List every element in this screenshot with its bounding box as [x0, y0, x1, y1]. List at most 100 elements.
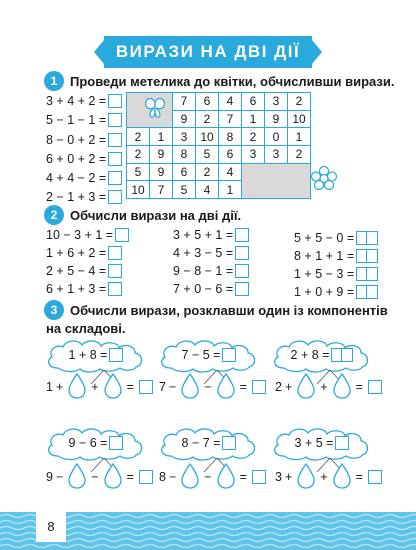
- grid-cell[interactable]: 10: [126, 180, 150, 200]
- grid-cell[interactable]: 3: [264, 92, 288, 111]
- grid-cell[interactable]: 2: [126, 127, 150, 147]
- answer-box[interactable]: [367, 380, 382, 394]
- grid-cell[interactable]: 2: [126, 145, 150, 164]
- grid-cell[interactable]: [126, 92, 150, 111]
- grid-cell[interactable]: 9: [149, 145, 173, 164]
- drop-answer-field[interactable]: [297, 462, 315, 492]
- drop-answer-field[interactable]: [332, 462, 351, 492]
- grid-cell[interactable]: 5: [195, 145, 219, 164]
- answer-box[interactable]: [222, 436, 237, 450]
- grid-cell[interactable]: 2: [195, 162, 219, 182]
- grid-cell[interactable]: [241, 162, 265, 181]
- page-title-banner: вирази на дві дії: [94, 36, 322, 68]
- grid-cell[interactable]: 0: [264, 127, 288, 147]
- grid-cell[interactable]: 5: [126, 162, 150, 182]
- grid-cell[interactable]: [264, 162, 288, 181]
- grid-cell[interactable]: 6: [218, 145, 242, 164]
- answer-box[interactable]: [108, 190, 123, 205]
- drop-answer-field[interactable]: [68, 462, 86, 492]
- answer-box[interactable]: [109, 348, 124, 362]
- grid-cell[interactable]: 2: [195, 109, 219, 129]
- grid-cell[interactable]: 8: [172, 145, 196, 164]
- answer-box[interactable]: [331, 348, 354, 362]
- grid-cell[interactable]: 7: [172, 92, 196, 111]
- grid-cell[interactable]: [287, 162, 311, 181]
- cloud-expression-text: 3 + 5 =: [294, 436, 334, 450]
- grid-cell[interactable]: 4: [195, 180, 219, 200]
- answer-box[interactable]: [108, 264, 123, 278]
- grid-cell[interactable]: 4: [218, 92, 242, 111]
- drop-answer-field[interactable]: [181, 372, 199, 402]
- answer-box[interactable]: [235, 264, 250, 278]
- answer-box[interactable]: [108, 171, 123, 186]
- expression-row: 8 − 0 + 2 =: [46, 131, 123, 149]
- drop-answer-field[interactable]: [103, 462, 122, 492]
- answer-box[interactable]: [138, 380, 153, 394]
- drop-answer-field[interactable]: [216, 462, 235, 492]
- operator: +: [91, 380, 99, 394]
- grid-cell[interactable]: 10: [195, 127, 219, 147]
- two-digit-answer-box[interactable]: [356, 231, 379, 245]
- answer-box[interactable]: [251, 380, 266, 394]
- grid-cell[interactable]: 9: [172, 109, 196, 129]
- grid-cell[interactable]: 1: [149, 127, 173, 147]
- wave-line: [0, 537, 416, 543]
- answer-box[interactable]: [115, 228, 130, 242]
- equals-sign: =: [355, 470, 363, 484]
- answer-box[interactable]: [235, 228, 250, 242]
- grid-cell[interactable]: [126, 110, 150, 129]
- wave-line: [0, 519, 416, 525]
- grid-cell[interactable]: [241, 180, 265, 200]
- grid-cell[interactable]: 2: [241, 127, 265, 147]
- grid-cell[interactable]: [264, 180, 288, 200]
- grid-cell[interactable]: 1: [287, 127, 311, 147]
- expression-row: 8 + 1 + 1 =: [294, 247, 379, 265]
- grid-cell[interactable]: 9: [264, 109, 288, 129]
- drop-answer-field[interactable]: [68, 372, 86, 402]
- grid-cell[interactable]: [287, 180, 311, 200]
- drop-answer-field[interactable]: [181, 462, 199, 492]
- grid-cell[interactable]: 8: [218, 127, 242, 147]
- expression-text: 5 + 5 − 0 =: [294, 231, 355, 245]
- two-digit-answer-box[interactable]: [356, 249, 379, 263]
- answer-box[interactable]: [108, 132, 123, 147]
- grid-cell[interactable]: 2: [287, 92, 311, 111]
- answer-box[interactable]: [235, 246, 250, 260]
- decomposition-row: 7−−=: [159, 372, 266, 402]
- grid-cell[interactable]: 2: [287, 145, 311, 164]
- answer-box[interactable]: [108, 94, 123, 108]
- answer-box[interactable]: [109, 436, 124, 450]
- grid-cell[interactable]: 6: [195, 92, 219, 111]
- grid-cell[interactable]: 6: [241, 92, 265, 111]
- answer-box[interactable]: [108, 246, 123, 260]
- expression-row: 1 + 5 − 3 =: [294, 265, 379, 283]
- drop-answer-field[interactable]: [103, 372, 122, 402]
- drop-answer-field[interactable]: [297, 372, 315, 402]
- answer-box[interactable]: [108, 151, 123, 166]
- answer-box[interactable]: [108, 113, 123, 128]
- grid-cell[interactable]: 4: [218, 162, 242, 182]
- grid-cell[interactable]: 1: [218, 180, 242, 200]
- grid-cell[interactable]: 7: [149, 180, 173, 200]
- grid-cell[interactable]: 5: [172, 180, 196, 200]
- grid-cell[interactable]: 9: [149, 162, 173, 182]
- answer-box[interactable]: [235, 282, 250, 296]
- answer-box[interactable]: [138, 470, 153, 484]
- grid-cell[interactable]: 10: [287, 109, 311, 129]
- two-digit-answer-box[interactable]: [356, 285, 379, 299]
- grid-cell[interactable]: 7: [218, 109, 242, 129]
- answer-box[interactable]: [335, 436, 350, 450]
- grid-cell[interactable]: 3: [241, 145, 265, 164]
- two-digit-answer-box[interactable]: [356, 267, 379, 281]
- grid-cell[interactable]: 3: [264, 145, 288, 164]
- decomposition-row: 9−−=: [46, 462, 153, 492]
- answer-box[interactable]: [108, 282, 123, 296]
- drop-answer-field[interactable]: [332, 372, 351, 402]
- grid-cell[interactable]: 3: [172, 127, 196, 147]
- grid-cell[interactable]: 1: [241, 109, 265, 129]
- answer-box[interactable]: [222, 348, 237, 362]
- answer-box[interactable]: [367, 470, 382, 484]
- grid-cell[interactable]: 6: [172, 162, 196, 182]
- drop-answer-field[interactable]: [216, 372, 235, 402]
- answer-box[interactable]: [251, 470, 266, 484]
